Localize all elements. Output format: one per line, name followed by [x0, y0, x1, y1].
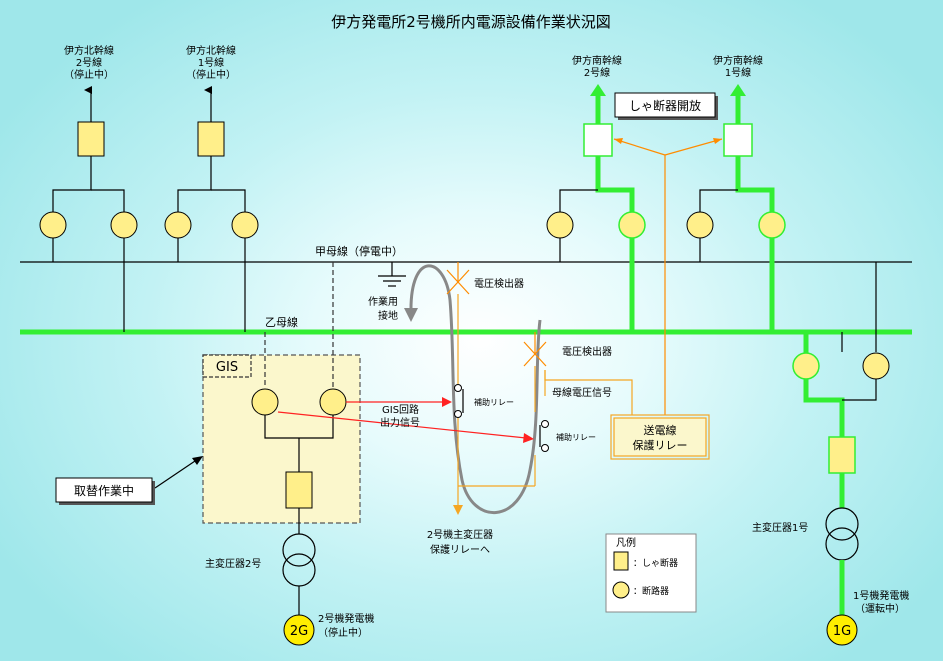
south-line-2-bay — [546, 84, 646, 332]
legend-breaker-label: ：しゃ断器 — [633, 557, 678, 569]
disconnector-live — [618, 211, 646, 239]
legend-breaker-swatch — [613, 551, 629, 571]
voltage-detector-bus-a — [446, 262, 470, 295]
north-line-2-label-2: 2号線 — [76, 56, 102, 69]
gis-signal-label-1: GIS回路 — [382, 403, 419, 416]
north-line-2-bay — [39, 86, 138, 332]
grounding-label-1: 作業用 — [368, 295, 398, 308]
transformer-1-winding-top — [825, 507, 859, 541]
disconnector — [164, 211, 192, 239]
relay-wiring — [457, 294, 633, 510]
breaker-open — [583, 123, 613, 157]
transformer-2-label: 主変圧器2号 — [205, 557, 261, 570]
bus-a-label: 甲母線（停電中） — [315, 244, 403, 258]
south-line-2-label-1: 伊方南幹線 — [572, 54, 622, 67]
bus-b-label: 乙母線 — [265, 315, 298, 329]
tl-protection-relay-label-2: 保護リレー — [633, 438, 688, 452]
aux-relay-label-2: 補助リレー — [556, 432, 596, 442]
generator-1-label-2: （運転中） — [855, 602, 905, 615]
replacement-label: 取替作業中 — [74, 483, 134, 498]
replacement-pointer — [154, 458, 199, 489]
disconnector-live — [758, 211, 786, 239]
disconnector-live — [792, 352, 820, 380]
voltage-detector-bus-b — [523, 332, 547, 367]
north-line-1-bay — [164, 86, 259, 332]
to-relay-label-1: 2号機主変圧器 — [427, 528, 493, 541]
north-line-1-label-1: 伊方北幹線 — [186, 44, 236, 57]
disconnector — [862, 352, 890, 380]
to-relay-label-2: 保護リレーへ — [430, 543, 490, 556]
diagram-title: 伊方発電所2号機所内電源設備作業状況図 — [331, 13, 611, 31]
transformer-1-label: 主変圧器1号 — [752, 521, 808, 534]
disconnector — [319, 388, 347, 416]
north-line-1-label-2: 1号線 — [198, 56, 224, 69]
trip-signal-arrows — [613, 138, 723, 415]
voltage-detector-label-1: 電圧検出器 — [474, 277, 524, 290]
generator-2-label-1: 2号機発電機 — [318, 612, 374, 625]
disconnector — [251, 388, 279, 416]
north-line-2-label-1: 伊方北幹線 — [64, 44, 114, 57]
breaker-live — [828, 436, 856, 474]
generator-2 — [283, 614, 315, 646]
gis-signal-arrows — [277, 397, 534, 443]
disconnector — [39, 211, 67, 239]
aux-relay-contact-1 — [454, 384, 464, 418]
tl-protection-relay-box-outer — [610, 414, 710, 460]
south-line-1-label-1: 伊方南幹線 — [713, 54, 763, 67]
work-grounding — [378, 262, 406, 287]
legend-box — [605, 533, 697, 613]
wiring-route-loop — [409, 264, 542, 515]
breaker-open — [723, 123, 753, 157]
bus-voltage-signal-label: 母線電圧信号 — [552, 386, 612, 399]
tl-protection-relay-label-1: 送電線 — [644, 423, 677, 437]
unit-1-bay — [792, 262, 890, 646]
south-line-1-label-2: 1号線 — [725, 66, 751, 79]
breaker — [197, 121, 225, 157]
disconnector — [110, 211, 138, 239]
generator-1 — [826, 614, 858, 646]
generator-2-label-2: （停止中） — [318, 626, 368, 639]
gis-signal-label-2: 出力信号 — [380, 416, 420, 429]
north-line-2-label-3: （停止中） — [64, 68, 114, 81]
replacement-callout — [55, 477, 153, 503]
transformer-2-winding-bottom — [282, 553, 316, 587]
south-line-2-label-2: 2号線 — [584, 66, 610, 79]
generator-1-label-1: 1号機発電機 — [853, 589, 909, 602]
legend-disconnector-swatch — [612, 581, 630, 599]
tl-protection-relay-box — [613, 417, 707, 457]
legend-title: 凡例 — [616, 536, 636, 549]
replacement-pointer-arrowhead — [192, 456, 203, 465]
grounding-label-2: 接地 — [378, 309, 398, 322]
disconnector — [686, 211, 714, 239]
generator-2-symbol: 2G — [290, 624, 308, 639]
transformer-2-winding-top — [282, 533, 316, 567]
breaker-open-callout — [614, 92, 716, 118]
gis-label: GIS — [216, 360, 238, 375]
wiring-route-arrowhead — [404, 308, 418, 322]
disconnector — [546, 211, 574, 239]
aux-relay-contact-2 — [539, 420, 549, 452]
north-line-1-label-3: （停止中） — [186, 68, 236, 81]
gis-label-box — [202, 354, 252, 378]
relay-output-arrowhead — [453, 505, 463, 515]
transformer-1-winding-bottom — [825, 527, 859, 561]
generator-1-symbol: 1G — [833, 624, 851, 639]
breaker — [285, 471, 313, 509]
south-line-1-bay — [686, 84, 786, 332]
gis-enclosure — [202, 354, 361, 524]
voltage-detector-label-2: 電圧検出器 — [562, 345, 612, 358]
breaker-open-label: しゃ断器開放 — [629, 98, 701, 113]
legend-disconnector-label: ：断路器 — [633, 585, 669, 597]
disconnector — [231, 211, 259, 239]
aux-relay-label-1: 補助リレー — [474, 397, 514, 407]
breaker — [77, 121, 105, 157]
